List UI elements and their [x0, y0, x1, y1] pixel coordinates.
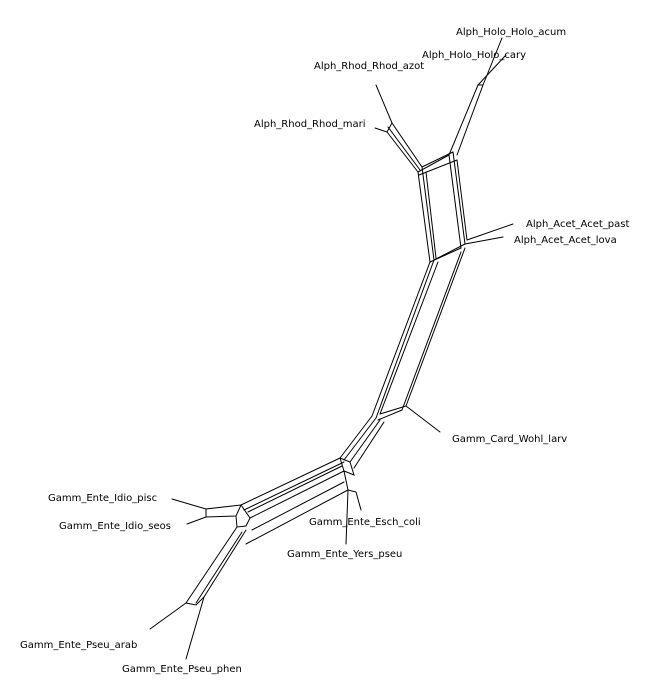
edge-rhod-cap [386, 122, 393, 133]
edge-trunk-d [405, 247, 466, 407]
edge-idio-box-b [235, 504, 251, 528]
edge-trunk-e [401, 251, 462, 411]
edge-idio-box-a [205, 504, 242, 518]
edge-box-right-c [456, 159, 468, 241]
edge-acet-past-leaf [466, 223, 514, 241]
edge-rhod-stem-b [391, 122, 423, 168]
edge-acet-lova-leaf [464, 236, 504, 245]
edge-pseu-cap [185, 596, 205, 606]
edge-pseu-stem-a [185, 526, 238, 604]
taxon-label-idio-pisc: Gamm_Ente_Idio_pisc [48, 493, 157, 504]
edge-box-bottom-b [433, 243, 466, 261]
taxon-label-holo-acum: Alph_Holo_Holo_acum [456, 27, 566, 38]
taxon-label-rhod-mari: Alph_Rhod_Rhod_mari [254, 119, 366, 130]
edge-lower-stem-a [339, 415, 373, 459]
taxon-label-esch-coli: Gamm_Ente_Esch_coli [309, 517, 421, 528]
edge-trunk-join [379, 405, 407, 415]
edge-holo-stem-a [448, 84, 479, 156]
edge-trunk-a [371, 261, 431, 417]
edge-lower-diag-c [247, 465, 343, 513]
alpha-clade-edges [374, 37, 514, 263]
edge-pseu-stem-b [203, 529, 247, 598]
edge-box-left-c [425, 171, 437, 259]
edge-lower-diag-d [249, 470, 345, 519]
edge-pseu-stem-c [195, 531, 243, 604]
edge-rhod-stem-c [387, 126, 421, 171]
taxon-labels: Alph_Holo_Holo_acum Alph_Holo_Holo_cary … [20, 27, 629, 675]
edge-lower-diag-f [251, 481, 345, 531]
edge-box-right-a [448, 154, 462, 249]
taxon-label-acet-past: Alph_Acet_Acet_past [526, 219, 629, 230]
taxon-label-acet-lova: Alph_Acet_Acet_lova [514, 235, 617, 246]
taxon-label-card-wohl: Gamm_Card_Wohl_larv [452, 434, 567, 445]
taxon-label-yers-pseu: Gamm_Ente_Yers_pseu [287, 549, 402, 560]
edge-rhod-azot-leaf [375, 84, 393, 124]
edge-trunk-join-b [377, 409, 403, 421]
edge-lower-diag-b [243, 461, 345, 511]
gamma-clade-edges [149, 415, 385, 660]
edge-idio-seos-leaf [186, 516, 207, 525]
edge-lower-diag-e [245, 489, 349, 545]
edge-lower-stem-b [343, 417, 377, 461]
taxon-label-holo-cary: Alph_Holo_Holo_cary [422, 50, 526, 61]
edge-lower-stem-c [349, 419, 381, 463]
edge-box-top-a [417, 154, 450, 173]
edge-box-left-b [421, 166, 435, 261]
edge-box-right-b [452, 151, 466, 245]
central-trunk-edges [371, 247, 466, 433]
edge-box-left-a [417, 171, 431, 263]
edge-idio-pisc-leaf [171, 498, 207, 510]
taxon-label-pseu-arab: Gamm_Ente_Pseu_arab [20, 640, 137, 651]
edge-rhod-mari-leaf [374, 127, 388, 133]
taxon-label-idio-seos: Gamm_Ente_Idio_seos [59, 521, 171, 532]
edge-rhod-stem-a [386, 131, 419, 173]
edge-lower-stem-d [353, 421, 385, 469]
edge-pseu-phen-leaf [185, 596, 205, 660]
edge-trunk-b [375, 259, 435, 419]
edge-box-top-c [418, 159, 458, 176]
edge-holo-stem-b [456, 84, 484, 156]
edge-pseu-arab-leaf [149, 602, 187, 630]
edge-trunk-c [379, 261, 439, 415]
edge-esch-box-a [339, 457, 355, 476]
edge-box-top-b [421, 151, 454, 168]
edge-lower-diag-a [240, 457, 341, 506]
edge-holo-acum-leaf [482, 37, 503, 86]
edge-holo-cary-leaf [477, 54, 507, 86]
taxon-label-pseu-phen: Gamm_Ente_Pseu_phen [122, 664, 242, 675]
edge-card-leaf [405, 405, 441, 433]
taxon-label-rhod-azot: Alph_Rhod_Rhod_azot [314, 61, 424, 72]
edge-yers-leaf [345, 489, 349, 545]
edge-esch-leaf [355, 491, 362, 511]
